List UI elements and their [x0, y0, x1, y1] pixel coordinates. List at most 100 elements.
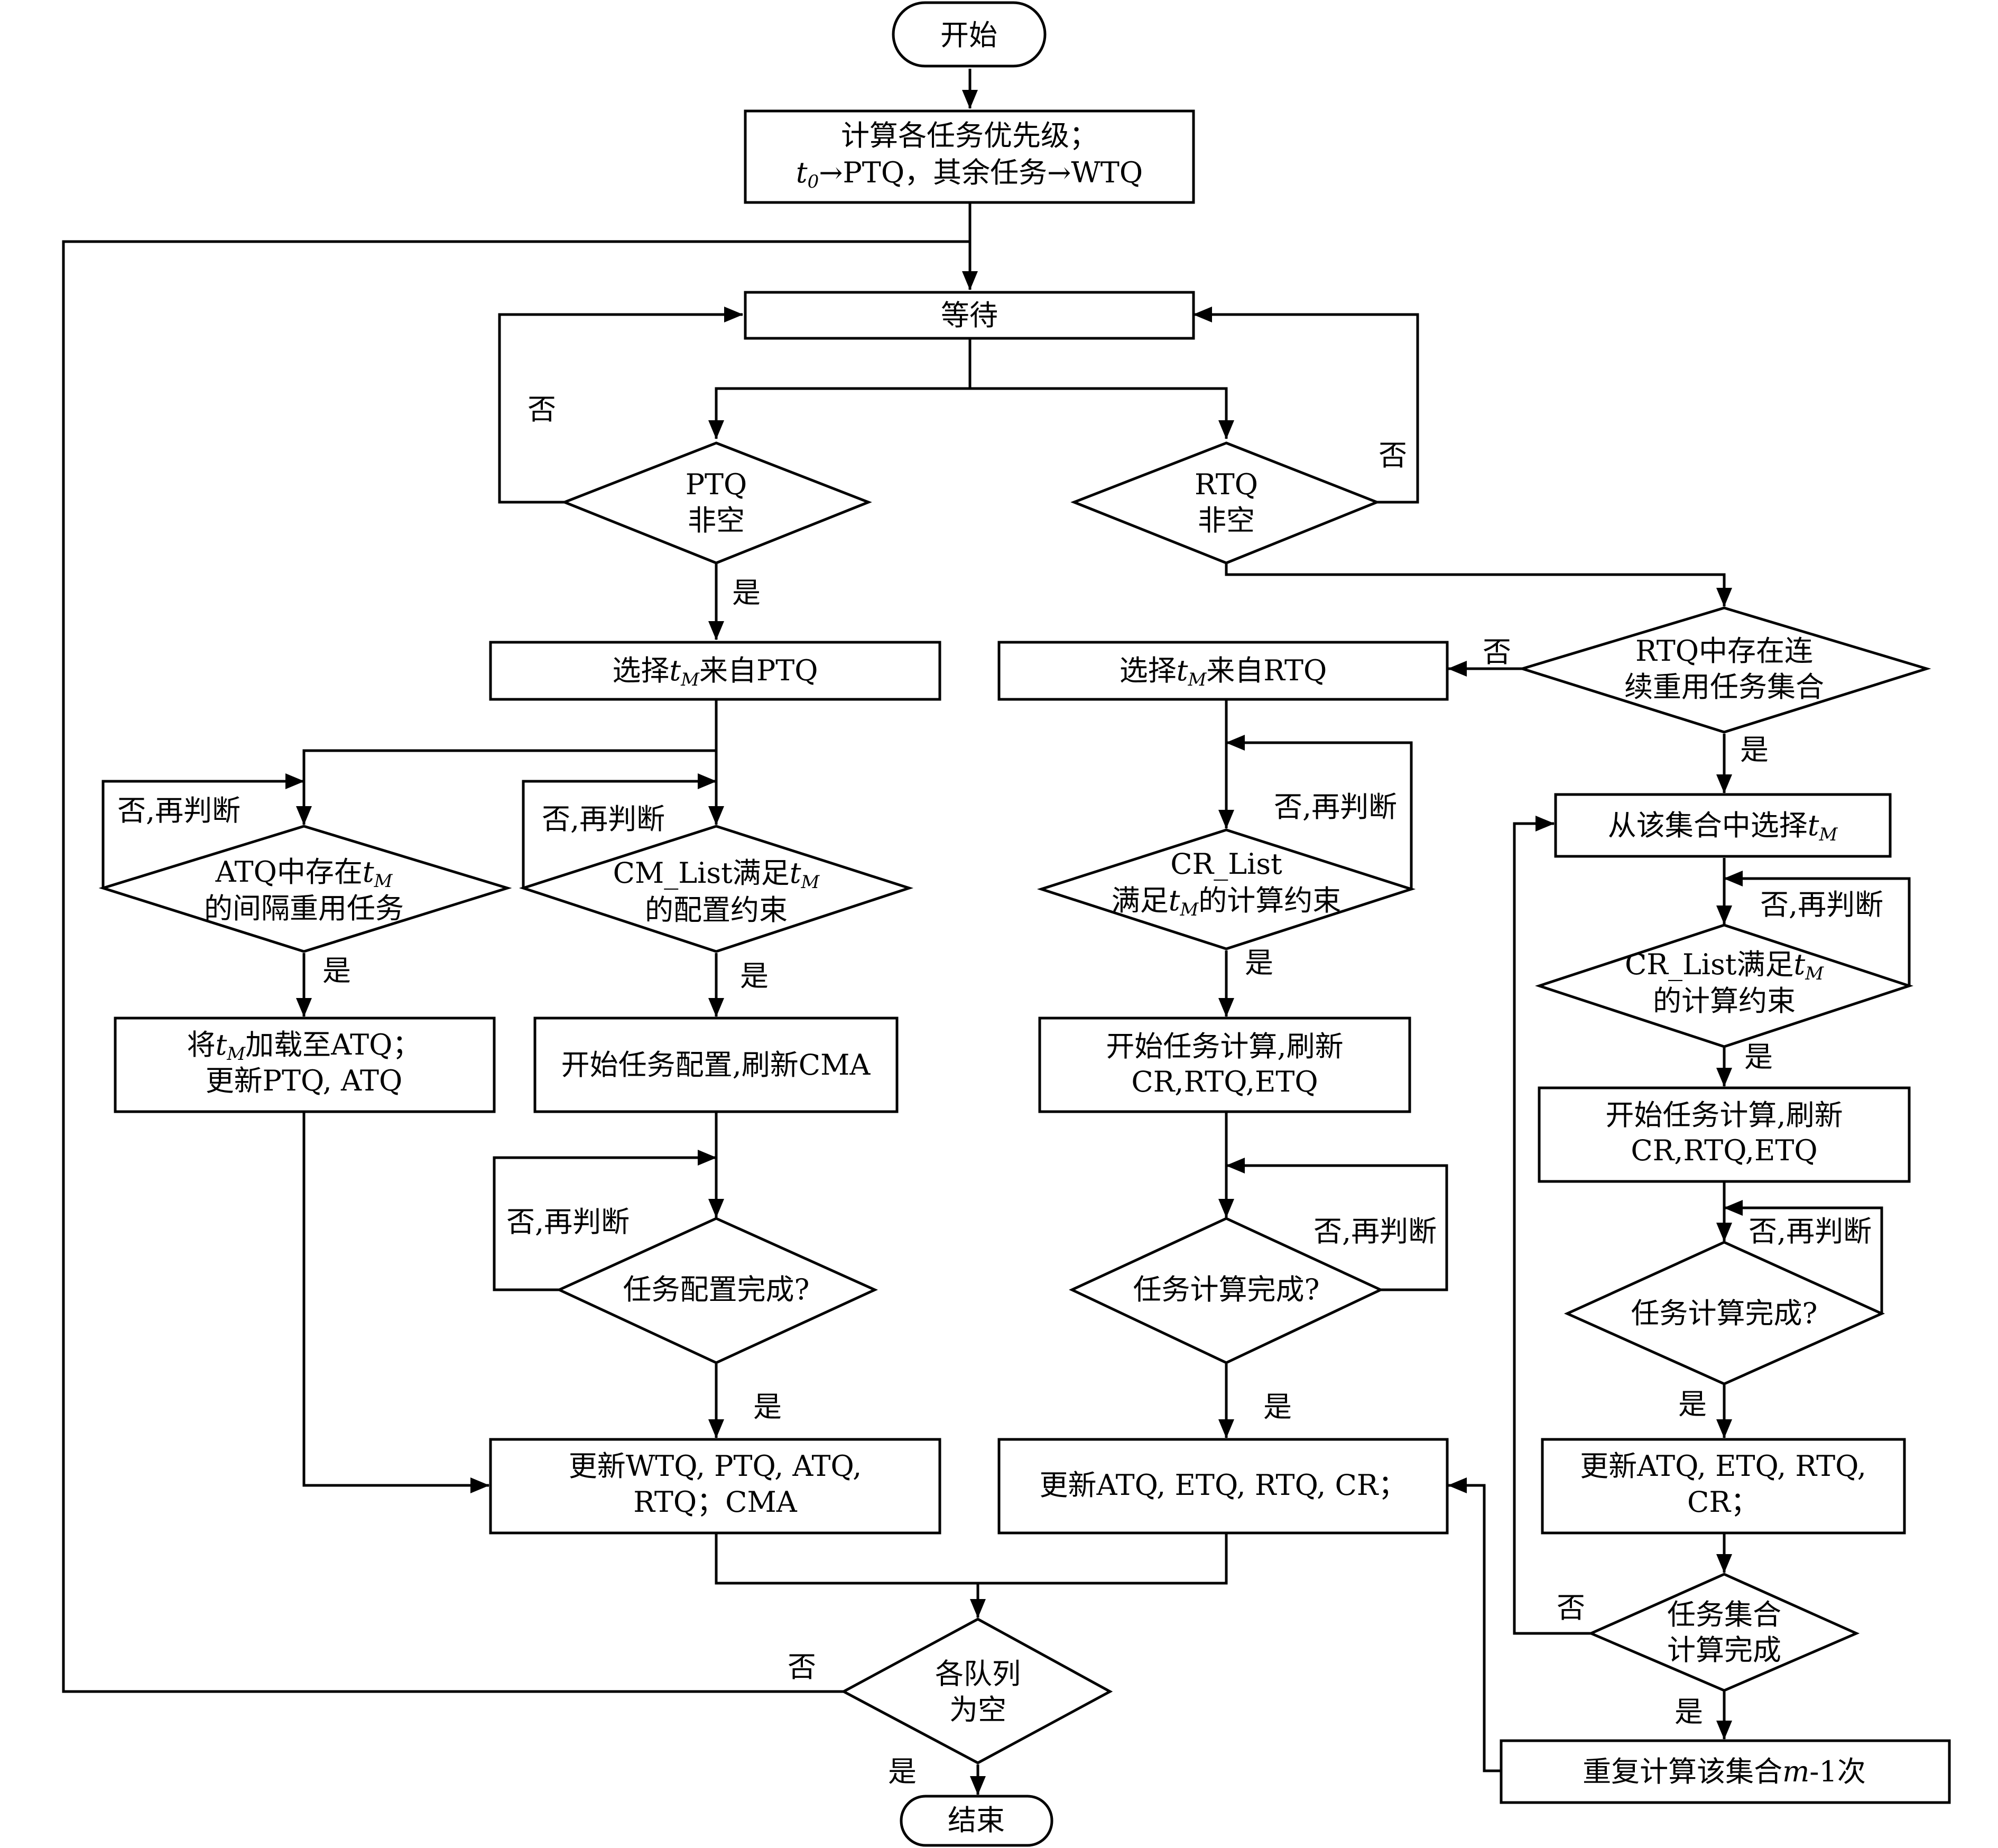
edge-setdone-no [1513, 816, 1591, 1635]
queues-empty-decision: 各队列 为空 [840, 1618, 1113, 1764]
setdone-line2: 计算完成 [1667, 1633, 1781, 1667]
crl-tm: t [1169, 884, 1180, 917]
crl2-line1: CR_List满足tM [1625, 948, 1824, 984]
atq-line1: ATQ中存在tM [215, 855, 393, 892]
label-rtq-no: 否 [1379, 439, 1407, 472]
rtq-line1: RTQ [1195, 468, 1258, 501]
init-line1: 计算各任务优先级； [841, 119, 1098, 152]
set-done-decision: 任务集合 计算完成 [1587, 1573, 1860, 1692]
edge-cml-no [522, 773, 717, 888]
label-ptq-no: 否 [528, 393, 556, 426]
selr-b: 来自RTQ [1206, 654, 1327, 687]
edge-upd1-merge [715, 1533, 1228, 1585]
upd1-line1: 更新WTQ, PTQ, ATQ, [569, 1449, 862, 1483]
label-crl2-recheck: 否,再判断 [1760, 888, 1883, 921]
crl-l2a: 满足 [1112, 884, 1169, 917]
label-set-no: 否 [1483, 635, 1511, 669]
label-empty-yes: 是 [888, 1755, 917, 1788]
crl-line2: 满足tM的计算约束 [1112, 884, 1342, 920]
edge-cfgdone-no [493, 1150, 717, 1291]
cml-line2: 的配置约束 [645, 893, 788, 927]
label-atq-yes: 是 [322, 954, 351, 987]
selr-label: 选择tM来自RTQ [1120, 654, 1327, 690]
selp-tm-sub: M [680, 669, 700, 690]
wait-process: 等待 [744, 291, 1195, 340]
label-crl-yes: 是 [1245, 946, 1273, 980]
crl2-tm-sub: M [1805, 963, 1824, 984]
rtqset-line2: 续重用任务集合 [1624, 670, 1824, 704]
selset-tm-sub: M [1818, 824, 1838, 845]
load-tm: t [216, 1028, 227, 1061]
cfgdone-label: 任务配置完成? [623, 1273, 810, 1306]
calc2-line1: 开始任务计算,刷新 [1605, 1098, 1843, 1132]
calcdone2-label: 任务计算完成? [1631, 1297, 1818, 1330]
selr-tm-sub: M [1187, 669, 1207, 690]
rtq-set-decision: RTQ中存在连 续重用任务集合 [1518, 606, 1931, 734]
crl-tm-sub: M [1179, 899, 1199, 920]
atq-tm-sub: M [374, 871, 393, 892]
cfgstart-label: 开始任务配置,刷新CMA [561, 1048, 871, 1082]
label-atq-recheck: 否,再判断 [117, 794, 240, 827]
init-t-sub: 0 [808, 171, 819, 192]
selr-tm: t [1177, 654, 1188, 687]
crlist2-decision: CR_List满足tM 的计算约束 [1534, 923, 1914, 1048]
calc-start: 开始任务计算,刷新 CR,RTQ,ETQ [1038, 1017, 1411, 1113]
label-setdone-no: 否 [1557, 1591, 1585, 1624]
label-calcdone2-yes: 是 [1678, 1388, 1707, 1421]
update1-process: 更新WTQ, PTQ, ATQ, RTQ；CMA [489, 1438, 941, 1535]
cml-line1: CM_List满足tM [613, 856, 820, 893]
label-empty-no: 否 [788, 1650, 816, 1684]
cmlist-decision: CM_List满足tM 的配置约束 [519, 825, 914, 953]
upd3-line2: CR； [1687, 1485, 1759, 1519]
label-cml-recheck: 否,再判断 [542, 802, 665, 836]
edge-load-upd1 [302, 1112, 489, 1493]
init-line2: t0→PTQ，其余任务→WTQ [796, 156, 1143, 192]
atq-tm: t [363, 855, 374, 889]
edge-calcdone-no [1226, 1158, 1448, 1291]
edge-crl2-no [1724, 871, 1911, 986]
crl2-line2: 的计算约束 [1653, 984, 1796, 1018]
calc-line2: CR,RTQ,ETQ [1131, 1065, 1318, 1098]
update2-process: 更新ATQ, ETQ, RTQ, CR； [997, 1438, 1449, 1535]
edge-labels: 否 否 是 否 是 否,再判断 否,再判断 否,再判断 否,再判断 是 是 是 … [117, 393, 1883, 1788]
label-calcdone-recheck: 否,再判断 [1314, 1215, 1437, 1248]
edge-rtq-no [1193, 307, 1419, 504]
setdone-line1: 任务集合 [1667, 1598, 1781, 1631]
wait-label: 等待 [941, 299, 998, 332]
label-crl-recheck: 否,再判断 [1274, 790, 1397, 824]
selp-a: 选择 [612, 654, 669, 687]
cml-tm-sub: M [801, 872, 820, 893]
edge-calcdone2-no [1724, 1200, 1883, 1314]
end-label: 结束 [948, 1804, 1005, 1837]
edge-ptq-no [498, 307, 743, 504]
label-crl2-yes: 是 [1744, 1040, 1773, 1074]
crlist-decision: CR_List 满足tM的计算约束 [1037, 828, 1416, 950]
empty-line1: 各队列 [935, 1657, 1021, 1690]
selp-label: 选择tM来自PTQ [612, 654, 818, 690]
atq-interval-decision: ATQ中存在tM 的间隔重用任务 [98, 825, 512, 953]
calcdone-label: 任务计算完成? [1133, 1273, 1320, 1306]
upd3-line1: 更新ATQ, ETQ, RTQ, [1580, 1449, 1866, 1483]
repeat-m: m [1782, 1755, 1809, 1788]
init-t-var: t [796, 156, 808, 189]
end-node: 结束 [900, 1795, 1053, 1847]
label-calcdone-yes: 是 [1263, 1390, 1292, 1424]
selset-a: 从该集合中选择 [1608, 809, 1808, 842]
load-line1: 将tM加载至ATQ； [187, 1028, 421, 1065]
ptq-line2: 非空 [688, 504, 745, 537]
upd2-label: 更新ATQ, ETQ, RTQ, CR； [1040, 1468, 1407, 1502]
selp-tm: t [669, 654, 681, 687]
calc2-start: 开始任务计算,刷新 CR,RTQ,ETQ [1538, 1086, 1911, 1183]
select-from-ptq: 选择tM来自PTQ [489, 641, 941, 701]
repeat-process: 重复计算该集合m-1次 [1500, 1739, 1951, 1804]
repeat-b: -1次 [1809, 1755, 1866, 1788]
init-line2-rest: →PTQ，其余任务→WTQ [819, 156, 1143, 189]
load-tm-sub: M [226, 1043, 246, 1065]
label-cml-yes: 是 [740, 959, 769, 993]
edges [62, 69, 1911, 1795]
repeat-a: 重复计算该集合 [1583, 1755, 1782, 1788]
edge-rtq-set [1225, 564, 1732, 607]
selset-label: 从该集合中选择tM [1608, 809, 1838, 845]
load-line2: 更新PTQ, ATQ [206, 1064, 403, 1097]
